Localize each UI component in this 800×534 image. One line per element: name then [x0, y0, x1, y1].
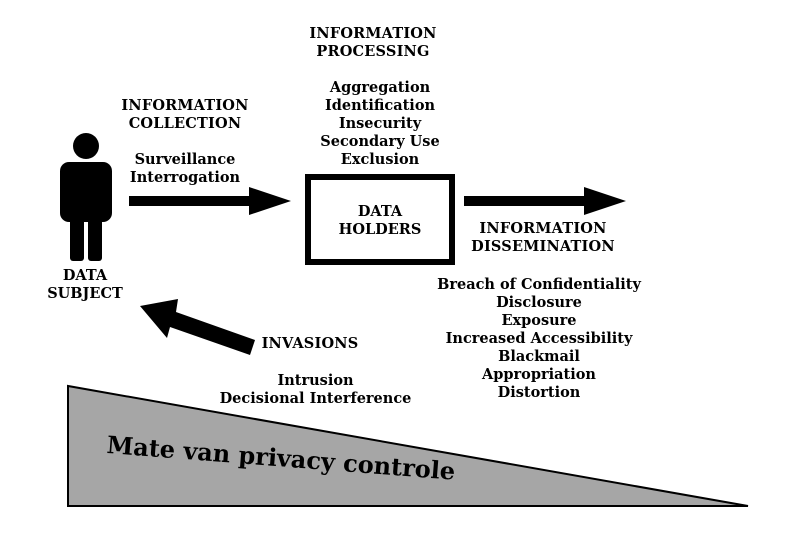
- list-item: Appropriation: [482, 366, 596, 383]
- invasions-heading: INVASIONS: [261, 335, 359, 352]
- list-item: Increased Accessibility: [445, 330, 633, 347]
- privacy-scale-wedge: [67, 384, 749, 507]
- list-item: Secondary Use: [320, 133, 440, 150]
- list-item: Identification: [324, 97, 436, 114]
- list-item: Disclosure: [496, 294, 582, 311]
- dissemination-arrow: [464, 187, 626, 215]
- list-item: Exclusion: [340, 151, 420, 168]
- collection-arrow: [129, 187, 291, 215]
- list-item: Aggregation: [329, 79, 431, 96]
- information-collection-heading: INFORMATION COLLECTION: [121, 97, 249, 132]
- list-item: Interrogation: [129, 169, 241, 186]
- list-item: Insecurity: [338, 115, 422, 132]
- data-holders-box: [305, 174, 455, 265]
- information-dissemination-list: Breach of Confidentiality Disclosure Exp…: [428, 276, 650, 402]
- list-item: Breach of Confidentiality: [437, 276, 641, 293]
- list-item: Intrusion: [277, 372, 354, 389]
- person-icon: [60, 133, 112, 261]
- list-item: Distortion: [497, 384, 581, 401]
- information-collection-list: Surveillance Interrogation: [105, 151, 265, 187]
- information-processing-heading: INFORMATION PROCESSING: [309, 25, 437, 60]
- list-item: Surveillance: [134, 151, 236, 168]
- list-item: Exposure: [501, 312, 577, 329]
- information-dissemination-heading: INFORMATION DISSEMINATION: [471, 220, 615, 255]
- list-item: Blackmail: [498, 348, 580, 365]
- invasions-list: Intrusion Decisional Interference: [213, 372, 418, 408]
- data-subject-label: DATA SUBJECT: [47, 267, 123, 302]
- data-holders-label: DATA HOLDERS: [338, 203, 422, 238]
- information-processing-list: Aggregation Identification Insecurity Se…: [300, 79, 460, 169]
- invasions-arrow: [140, 299, 255, 355]
- list-item: Decisional Interference: [219, 390, 412, 407]
